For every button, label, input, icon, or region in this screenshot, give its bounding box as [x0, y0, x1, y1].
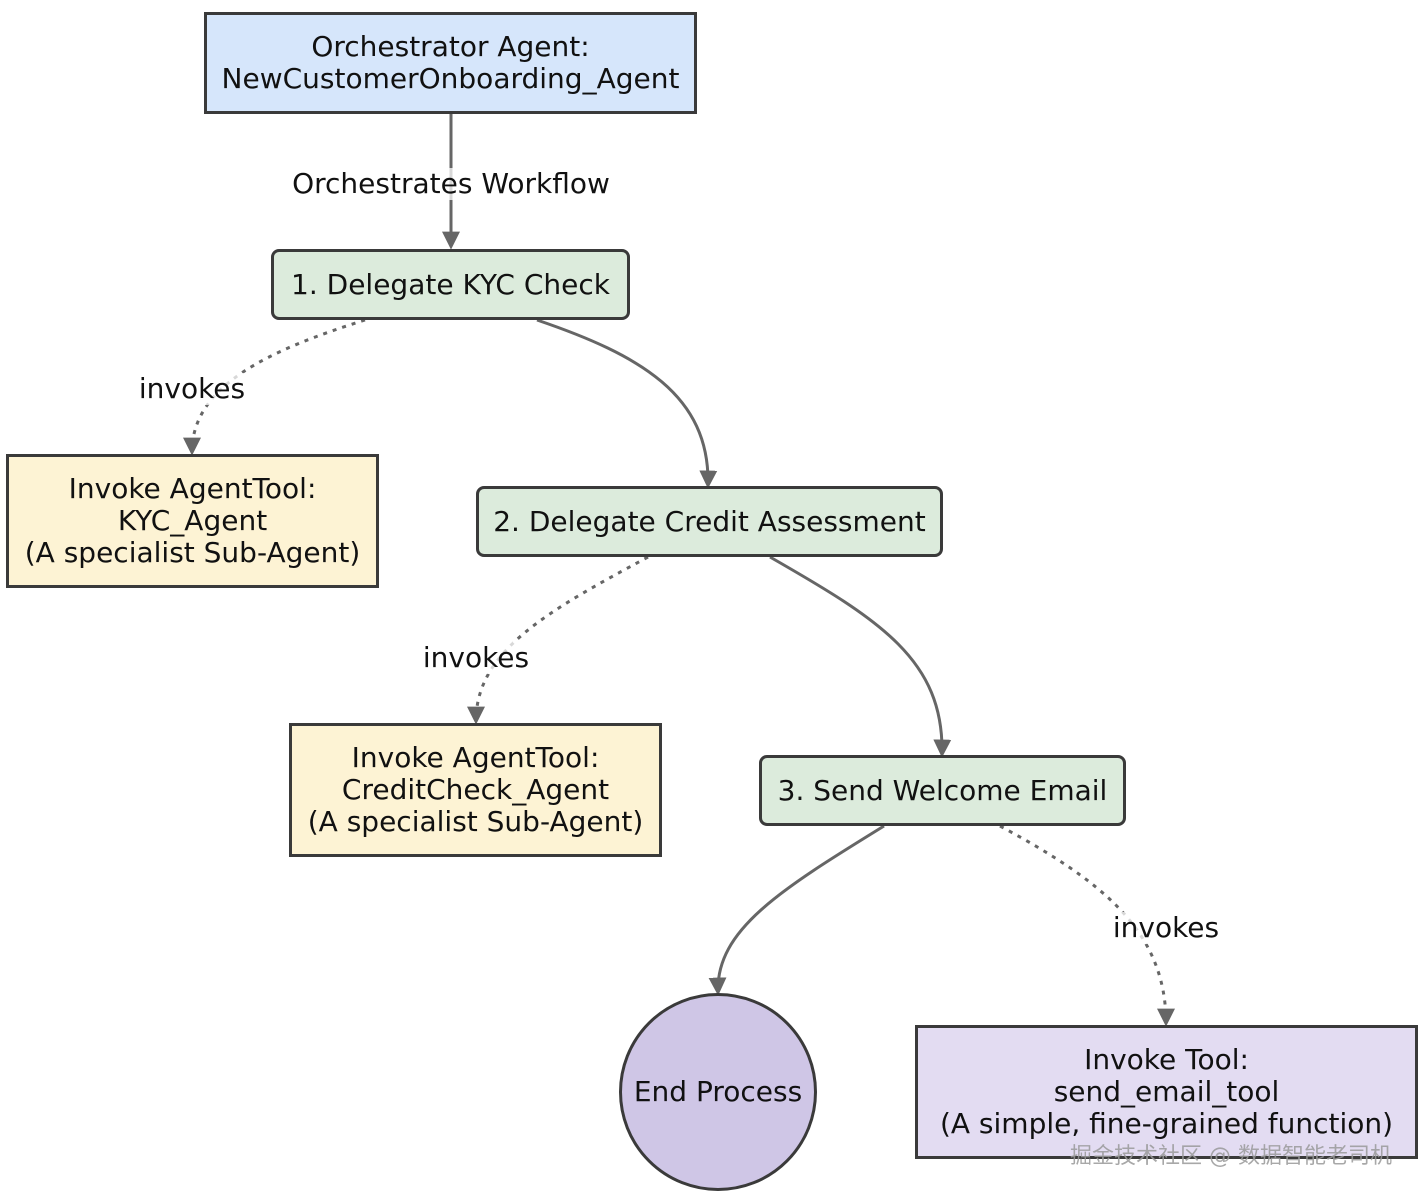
node-step-2-delegate-credit: 2. Delegate Credit Assessment [476, 486, 943, 557]
node-email-line-1: Invoke Tool: [1084, 1043, 1249, 1076]
node-step3-line-1: 3. Send Welcome Email [777, 773, 1108, 807]
node-end-line-1: End Process [633, 1075, 803, 1108]
edge-step3-end [708, 824, 885, 996]
node-orchestrator-line-1: Orchestrator Agent: [311, 30, 590, 63]
node-orchestrator-agent: Orchestrator Agent: NewCustomerOnboardin… [204, 12, 697, 114]
node-step2-line-1: 2. Delegate Credit Assessment [493, 504, 926, 538]
node-kyc-agent-tool: Invoke AgentTool: KYC_Agent (A specialis… [6, 454, 379, 588]
node-email-line-2: send_email_tool [1053, 1075, 1280, 1108]
node-end-process: End Process [619, 993, 817, 1191]
watermark: 掘金技术社区 @ 数据智能老司机 [1070, 1144, 1392, 1169]
edge-step3-email-tool [999, 824, 1175, 1027]
node-credit-line-1: Invoke AgentTool: [351, 741, 600, 774]
node-kyc-line-2: KYC_Agent [117, 504, 268, 537]
edge-step1-kyc-tool [183, 318, 366, 456]
node-orchestrator-line-2: NewCustomerOnboarding_Agent [221, 62, 680, 95]
node-email-tool: Invoke Tool: send_email_tool (A simple, … [915, 1025, 1418, 1159]
node-kyc-line-3: (A specialist Sub-Agent) [24, 536, 361, 569]
node-credit-line-3: (A specialist Sub-Agent) [307, 805, 644, 838]
node-kyc-line-1: Invoke AgentTool: [68, 472, 317, 505]
node-step-1-delegate-kyc: 1. Delegate KYC Check [271, 249, 630, 320]
edge-label-orchestrates-workflow: Orchestrates Workflow [290, 167, 612, 200]
node-step-3-send-welcome-email: 3. Send Welcome Email [759, 755, 1126, 826]
node-credit-line-2: CreditCheck_Agent [341, 773, 610, 806]
edge-label-invokes-email: invokes [1110, 911, 1222, 944]
node-step1-line-1: 1. Delegate KYC Check [291, 267, 610, 301]
edge-step1-step2 [536, 318, 718, 489]
node-email-line-3: (A simple, fine-grained function) [939, 1107, 1394, 1140]
node-creditcheck-agent-tool: Invoke AgentTool: CreditCheck_Agent (A s… [289, 723, 662, 857]
edge-step2-step3 [769, 555, 952, 758]
edge-label-invokes-credit: invokes [420, 641, 532, 674]
edge-step2-credit-tool [467, 555, 649, 725]
edge-label-invokes-kyc: invokes [136, 372, 248, 405]
